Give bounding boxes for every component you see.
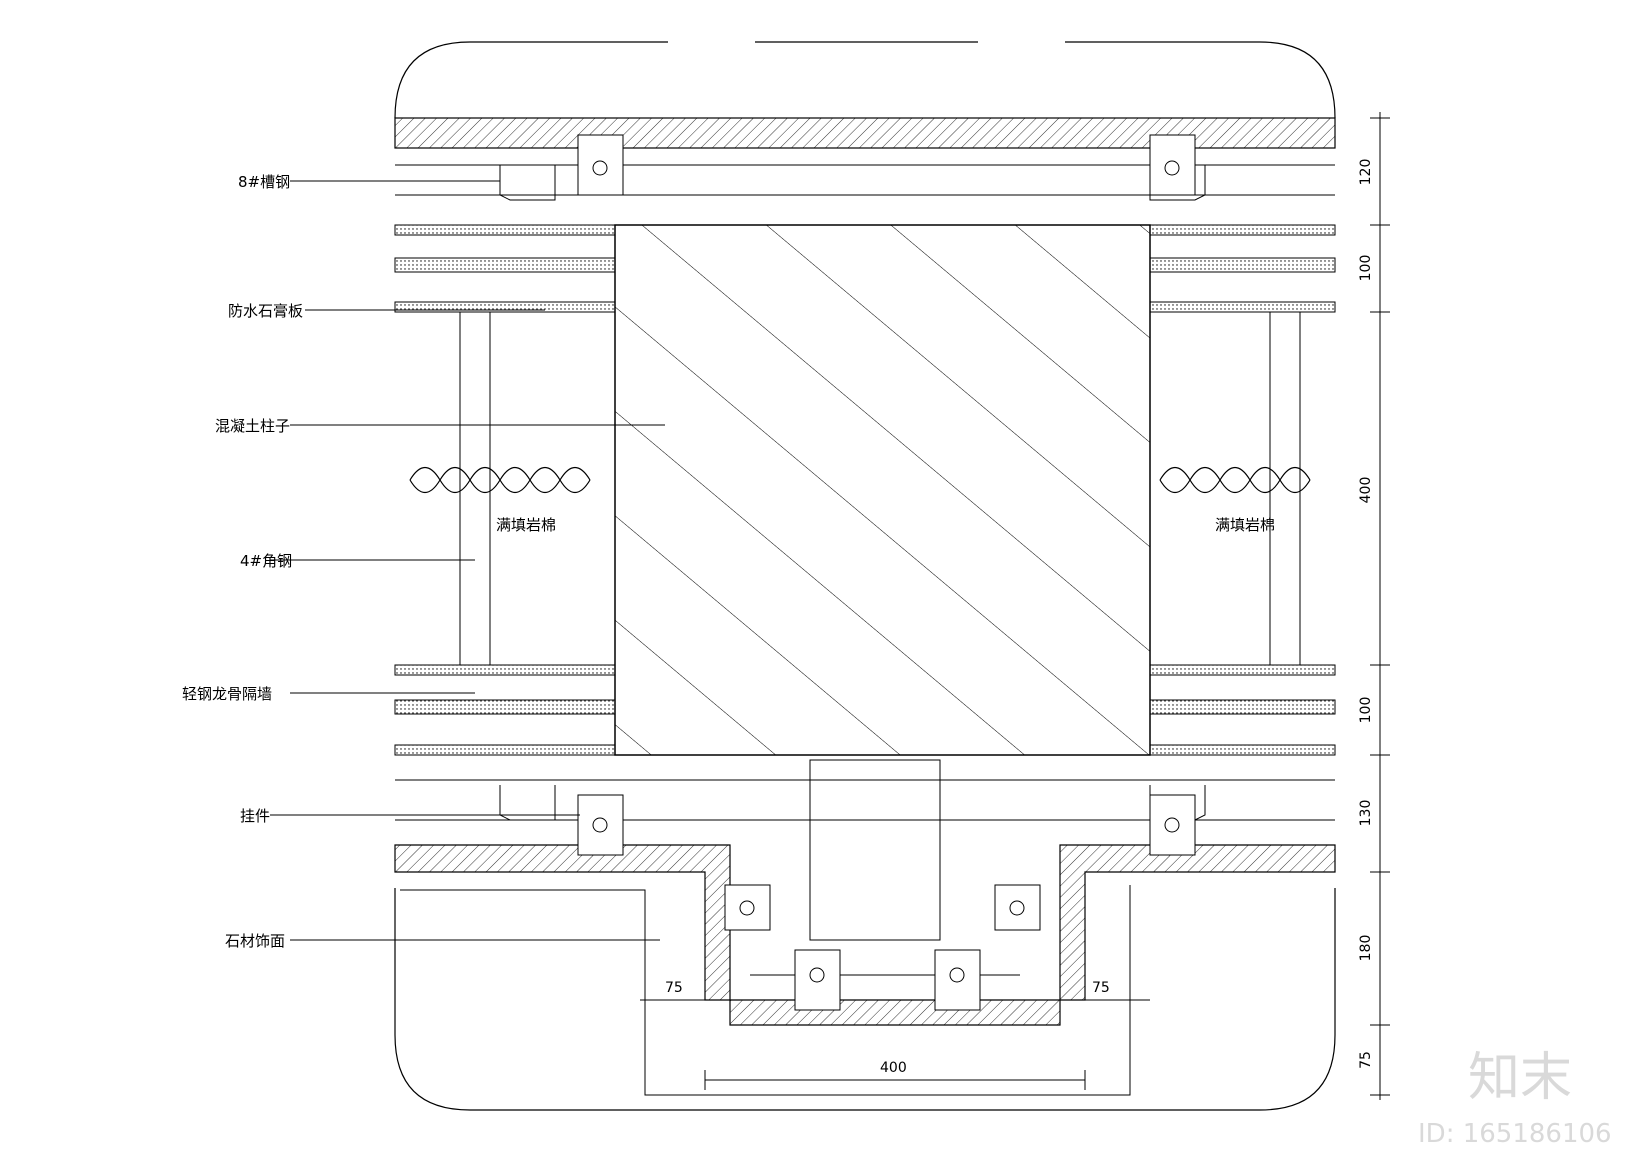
label-concrete-column: 混凝土柱子 (215, 417, 290, 435)
dim-bottom-width: 400 (880, 1060, 907, 1076)
angle-steel-verticals (459, 312, 1301, 665)
watermark-brand: 知末 (1468, 1048, 1572, 1108)
dim-right-0: 120 (1358, 159, 1374, 186)
dim-right-2: 400 (1358, 477, 1374, 504)
partition-boards (394, 224, 1336, 756)
label-gypsum-board: 防水石膏板 (228, 302, 303, 320)
dim-right-1: 100 (1358, 255, 1374, 282)
label-stone-veneer: 石材饰面 (225, 932, 285, 950)
label-rock-wool-left: 满填岩棉 (496, 516, 556, 534)
hanger-brackets (577, 134, 1196, 1011)
label-partition-wall: 轻钢龙骨隔墙 (182, 685, 272, 703)
dim-right-4: 130 (1358, 800, 1374, 827)
leader-lines (270, 180, 1131, 1096)
rock-wool-insulation (409, 466, 1311, 494)
outer-frame (394, 41, 1336, 1111)
label-hanger: 挂件 (240, 807, 270, 825)
right-dimension-chain (1370, 112, 1390, 1100)
dim-bottom-left: 75 (665, 980, 683, 996)
label-angle-steel: 4#角钢 (240, 552, 292, 570)
label-steel-channel: 8#槽钢 (238, 173, 290, 191)
watermark-id: ID: 165186106 (1418, 1119, 1612, 1149)
dim-right-3: 100 (1358, 697, 1374, 724)
dim-bottom-right: 75 (1092, 980, 1110, 996)
bottom-dimensions (640, 999, 1150, 1090)
concrete-column (614, 224, 1151, 756)
dim-right-6: 75 (1358, 1051, 1374, 1069)
dim-right-5: 180 (1358, 935, 1374, 962)
label-rock-wool-right: 满填岩棉 (1215, 516, 1275, 534)
